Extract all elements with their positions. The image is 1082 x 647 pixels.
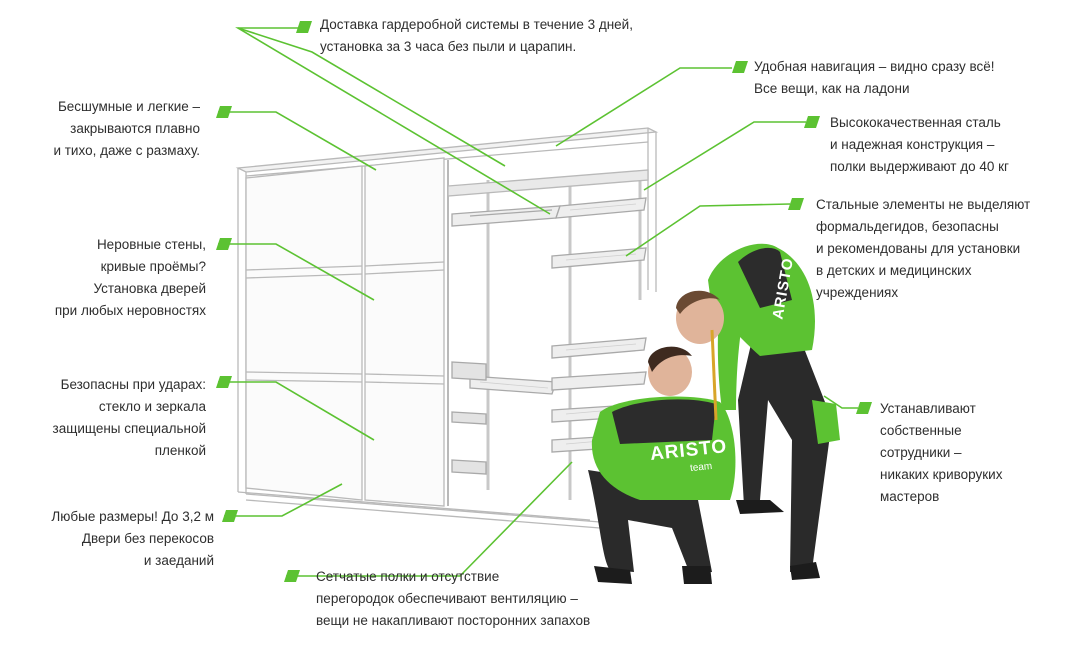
- bullet-marker-icon: [216, 376, 232, 388]
- bullet-marker-icon: [788, 198, 804, 210]
- bullet-marker-icon: [216, 238, 232, 250]
- callout-steel: Высококачественная сталь и надежная конс…: [830, 115, 1009, 174]
- bullet-marker-icon: [296, 21, 312, 33]
- bullet-marker-icon: [284, 570, 300, 582]
- callout-staff: Устанавливают собственные сотрудники – н…: [880, 401, 1003, 504]
- bullet-marker-icon: [856, 402, 872, 414]
- bullet-marker-icon: [216, 106, 232, 118]
- bullet-marker-icon: [804, 116, 820, 128]
- bullet-marker-icon: [222, 510, 238, 522]
- wardrobe-drawing: [235, 127, 659, 529]
- bullet-marker-icon: [732, 61, 748, 73]
- leader-lines: [218, 27, 858, 577]
- callout-safe-steel: Стальные элементы не выделяют формальдег…: [816, 197, 1031, 300]
- callout-delivery: Доставка гардеробной системы в течение 3…: [320, 17, 633, 54]
- squatting-worker: [588, 329, 736, 584]
- workers-illustration: [588, 243, 840, 584]
- callout-sizes: Любые размеры! До 3,2 м Двери без переко…: [51, 509, 214, 568]
- callout-silent: Бесшумные и легкие – закрываются плавно …: [53, 99, 200, 158]
- callout-impact: Безопасны при ударах: стекло и зеркала з…: [52, 377, 206, 458]
- callout-walls: Неровные стены, кривые проёмы? Установка…: [54, 237, 206, 318]
- callout-navigation: Удобная навигация – видно сразу всё! Все…: [754, 59, 995, 96]
- callout-mesh: Сетчатые полки и отсутствие перегородок …: [316, 569, 591, 628]
- aristo-logo-sub: team: [689, 460, 713, 475]
- standing-worker: [676, 243, 840, 580]
